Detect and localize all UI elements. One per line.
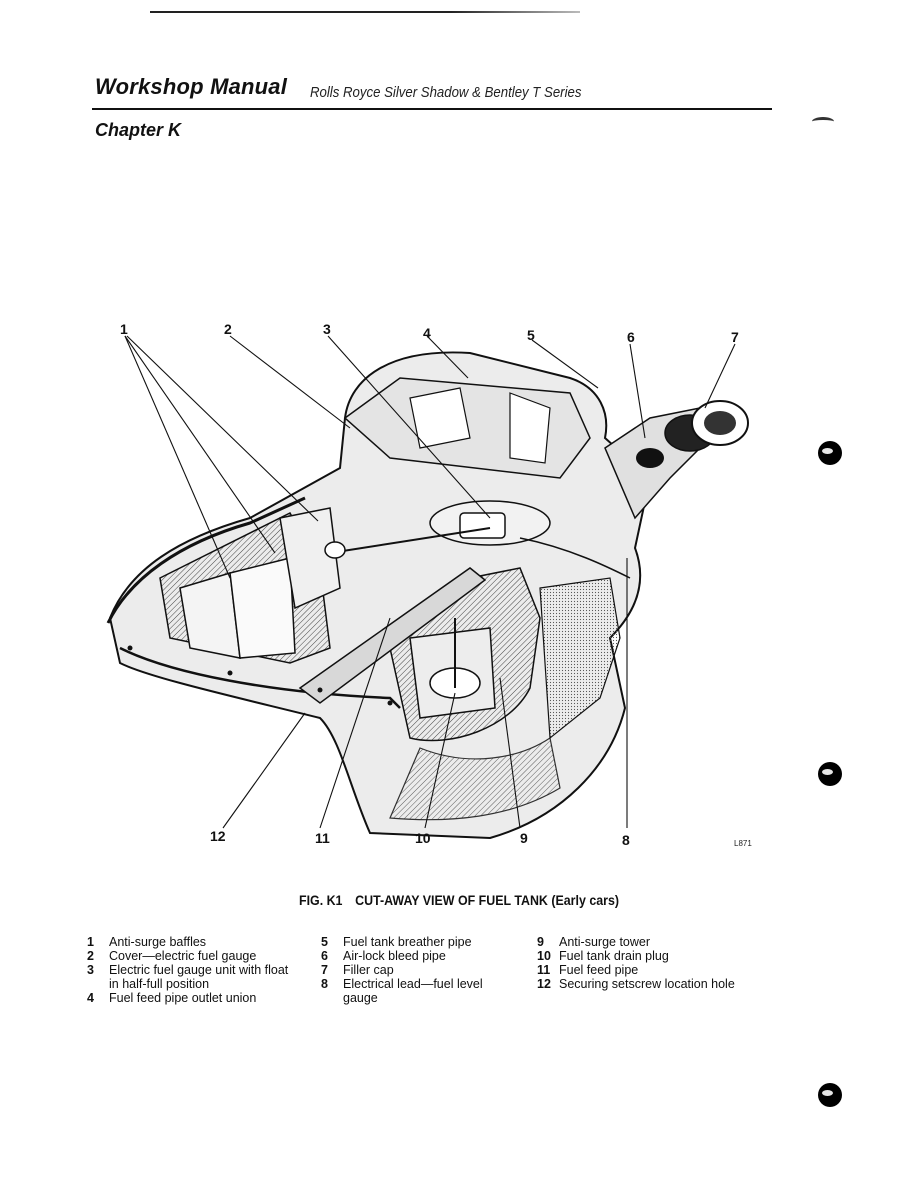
legend-text: Fuel tank drain plug <box>559 949 669 963</box>
chapter-title: Chapter K <box>95 120 182 140</box>
callout-10: 10 <box>415 830 431 846</box>
legend-number: 6 <box>321 949 328 963</box>
callout-9: 9 <box>520 830 528 846</box>
top-rule <box>150 11 580 13</box>
callout-4: 4 <box>423 325 431 341</box>
manual-subtitle: Rolls Royce Silver Shadow & Bentley T Se… <box>310 84 582 101</box>
legend-number: 9 <box>537 935 544 949</box>
legend-item: 2 Cover—electric fuel gauge <box>87 949 292 963</box>
legend-number: 1 <box>87 935 94 949</box>
figure-reference: L871 <box>734 839 752 848</box>
callout-numbers: 1 2 3 4 5 6 7 8 9 10 11 12 L871 <box>120 321 752 848</box>
callout-6: 6 <box>627 329 635 345</box>
legend-item: 11 Fuel feed pipe <box>537 963 757 977</box>
manual-title: Workshop Manual <box>95 74 288 99</box>
fuel-tank-illustration: 1 2 3 4 5 6 7 8 9 10 11 12 L871 <box>90 318 790 858</box>
legend-text: Electric fuel gauge unit with float in h… <box>109 963 289 991</box>
legend-item: 9 Anti-surge tower <box>537 935 757 949</box>
legend-item: 7 Filler cap <box>321 963 511 977</box>
legend-column-2: 5 Fuel tank breather pipe 6 Air-lock bleed… <box>321 935 511 1005</box>
legend-text: Fuel tank breather pipe <box>343 935 472 949</box>
legend-number: 5 <box>321 935 328 949</box>
legend-item: 3 Electric fuel gauge unit with float in … <box>87 963 292 991</box>
fuel-tank-drawing: 1 2 3 4 5 6 7 8 9 10 11 12 L871 <box>106 321 752 848</box>
legend-text: Electrical lead—fuel level gauge <box>343 977 483 1005</box>
legend-item: 5 Fuel tank breather pipe <box>321 935 511 949</box>
legend-item: 4 Fuel feed pipe outlet union <box>87 991 292 1005</box>
legend-text: Anti-surge tower <box>559 935 651 949</box>
legend-number: 8 <box>321 977 328 991</box>
legend-item: 12 Securing setscrew location hole <box>537 977 757 991</box>
legend-text: Air-lock bleed pipe <box>343 949 446 963</box>
punch-hole-icon <box>818 762 842 786</box>
legend-text: Fuel feed pipe outlet union <box>109 991 257 1005</box>
legend-item: 6 Air-lock bleed pipe <box>321 949 511 963</box>
legend-number: 7 <box>321 963 328 977</box>
legend-number: 11 <box>537 963 551 977</box>
callout-12: 12 <box>210 828 226 844</box>
tank-body <box>106 351 749 840</box>
legend-text: Securing setscrew location hole <box>559 977 735 991</box>
anti-surge-tower <box>409 618 496 719</box>
legend-number: 10 <box>537 949 551 963</box>
legend-text: Filler cap <box>343 963 394 977</box>
callout-1: 1 <box>120 321 128 337</box>
callout-leaders <box>124 335 736 829</box>
callout-3: 3 <box>323 321 331 337</box>
legend-number: 2 <box>87 949 94 963</box>
callout-5: 5 <box>527 327 535 343</box>
figure-number: FIG. K1 <box>298 893 343 908</box>
legend-column-1: 1 Anti-surge baffles 2 Cover—electric fuel… <box>87 935 292 1005</box>
legend-item: 8 Electrical lead—fuel level gauge <box>321 977 511 1005</box>
legend-number: 4 <box>87 991 94 1005</box>
punch-hole-icon <box>818 1083 842 1107</box>
page-corner-mark <box>812 117 834 126</box>
legend-number: 3 <box>87 963 94 977</box>
figure-caption: FIG. K1 CUT-AWAY VIEW OF FUEL TANK (Earl… <box>37 893 882 908</box>
punch-hole-icon <box>818 441 842 465</box>
callout-8: 8 <box>622 832 630 848</box>
legend-text: Anti-surge baffles <box>109 935 207 949</box>
legend-item: 1 Anti-surge baffles <box>87 935 292 949</box>
callout-7: 7 <box>731 329 739 345</box>
legend-text: Fuel feed pipe <box>559 963 639 977</box>
callout-2: 2 <box>224 321 232 337</box>
legend-column-3: 9 Anti-surge tower 10 Fuel tank drain plug… <box>537 935 757 991</box>
legend-item: 10 Fuel tank drain plug <box>537 949 757 963</box>
legend-number: 12 <box>537 977 551 991</box>
callout-11: 11 <box>315 830 330 846</box>
filler-cap <box>636 400 749 468</box>
figure-caption-text: CUT-AWAY VIEW OF FUEL TANK (Early cars) <box>355 893 620 908</box>
legend-text: Cover—electric fuel gauge <box>109 949 257 963</box>
header-divider <box>92 108 772 110</box>
